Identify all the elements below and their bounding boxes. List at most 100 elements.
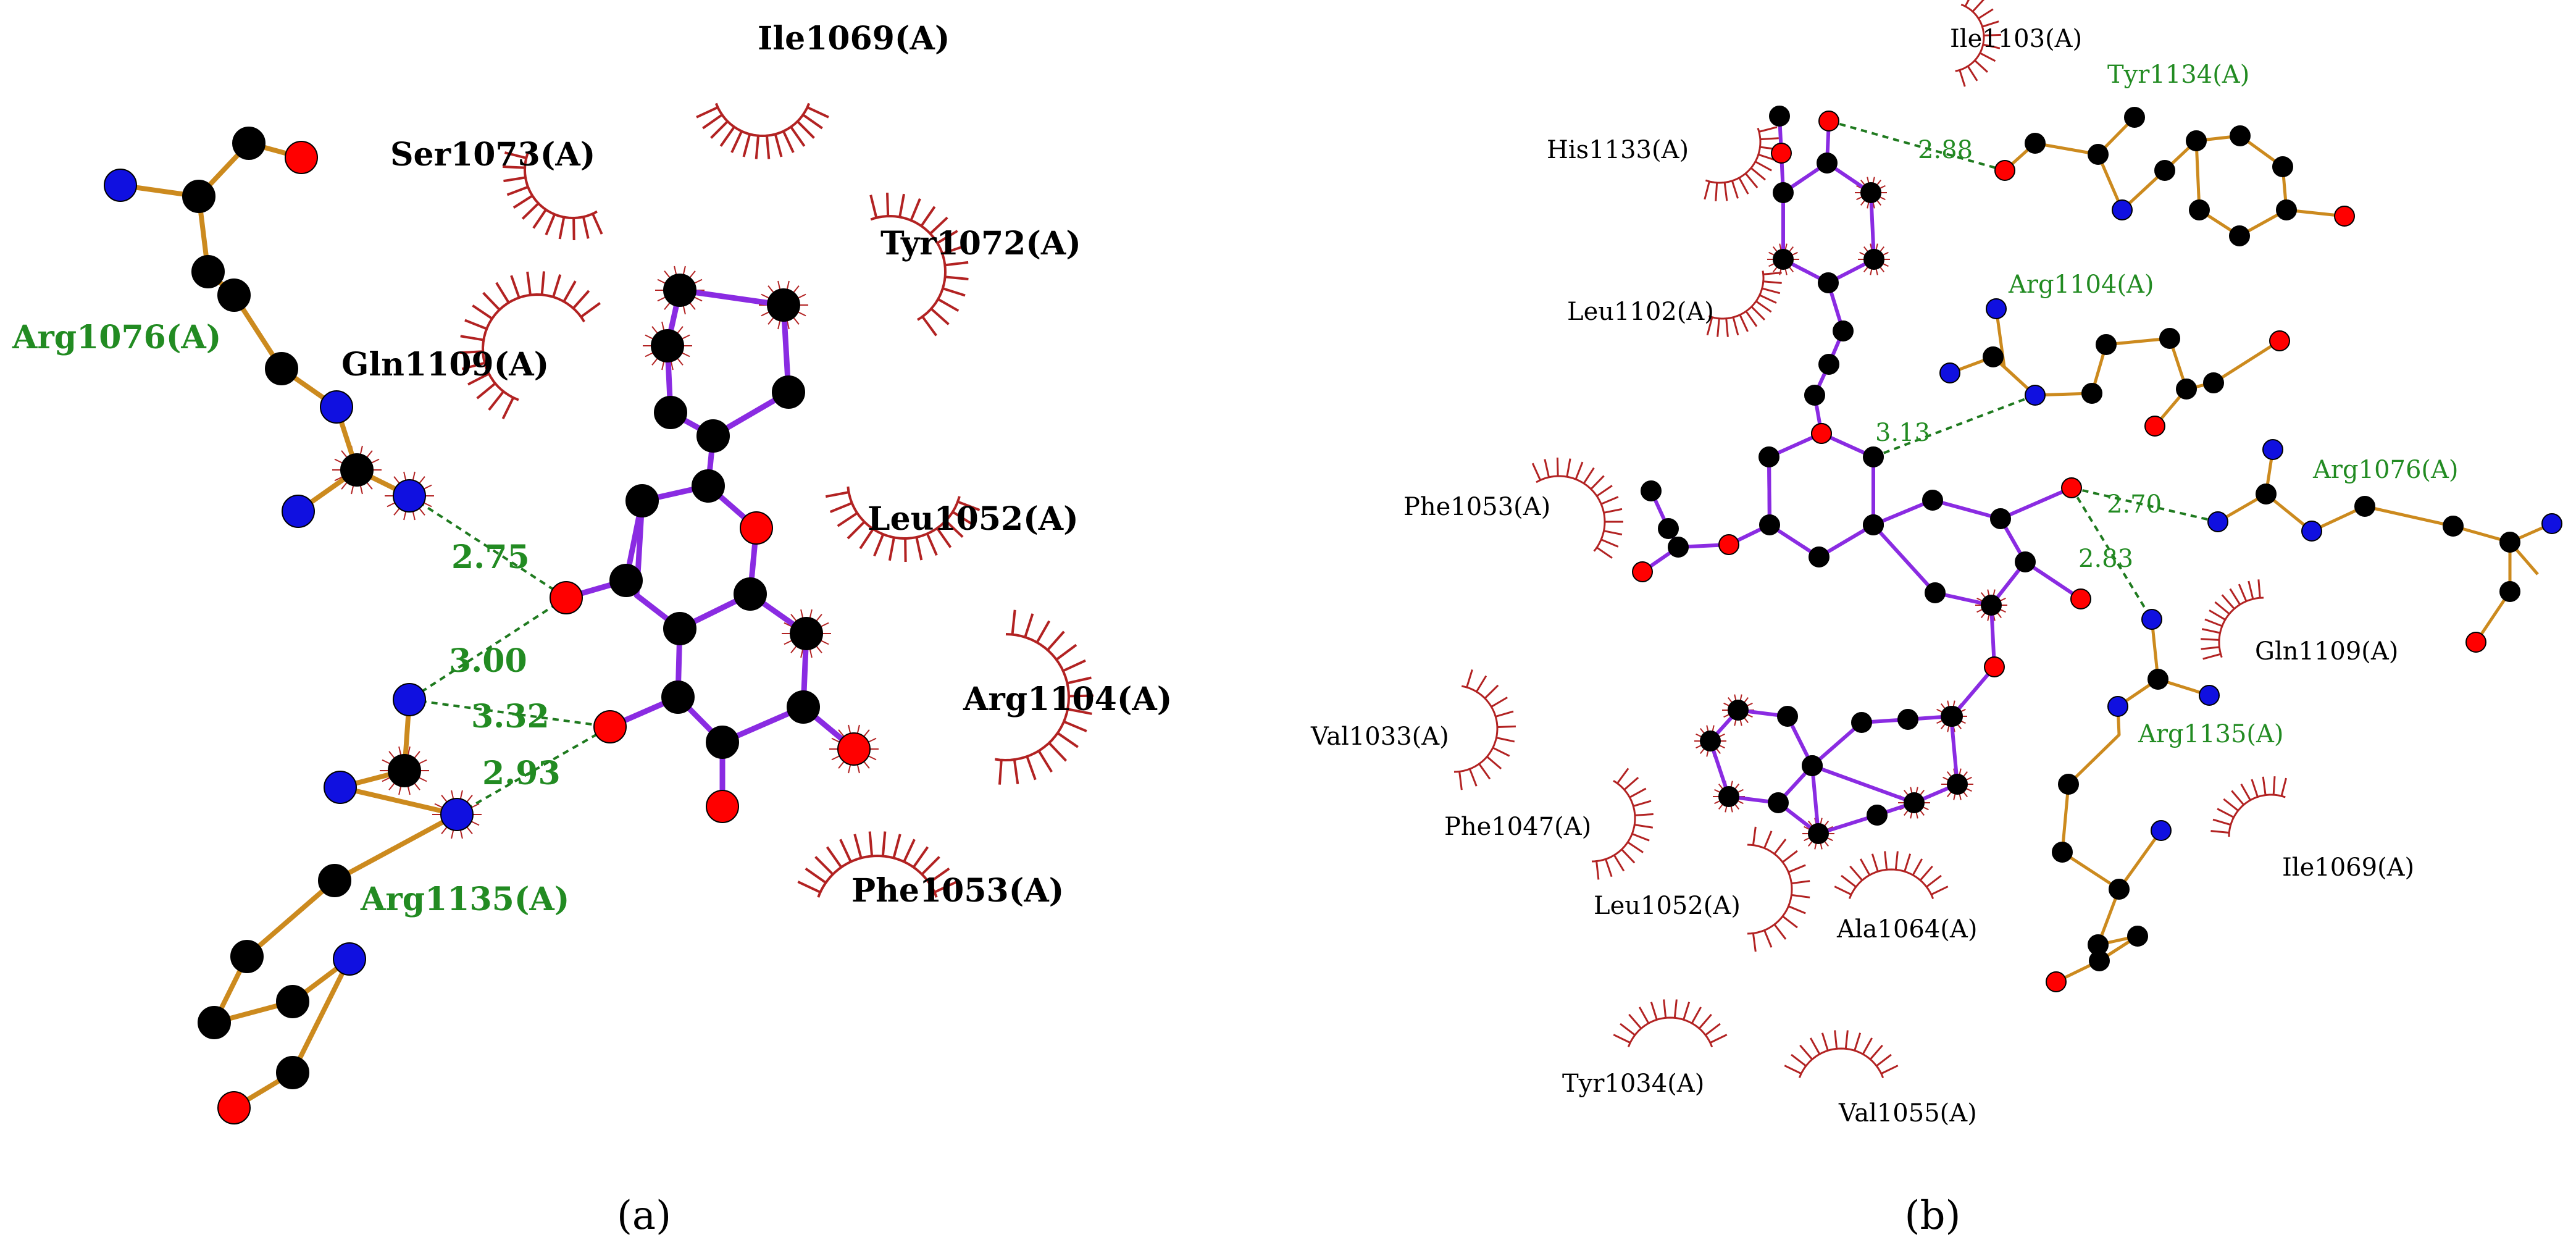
- panel-b-labels: Ile1103(A) His1133(A) Leu1102(A) Phe1053…: [1310, 25, 2459, 1128]
- carbon-atom: [182, 180, 215, 213]
- carbon-atom: [1641, 480, 1662, 501]
- carbon-atom: [230, 940, 264, 973]
- bond-layer: [120, 115, 2553, 1110]
- hydrophobic-contact-arc: [1955, 0, 2001, 87]
- hydrophobic-contact-arc: [825, 486, 981, 563]
- nitrogen-atom: [2301, 521, 2322, 542]
- carbon-atom: [2089, 950, 2110, 971]
- carbon-atom: [1990, 508, 2011, 529]
- ligand-bond: [2024, 560, 2082, 601]
- carbon-atom: [790, 617, 823, 650]
- nitrogen-atom: [1986, 298, 2007, 319]
- atom-contact-spokes: [782, 609, 831, 658]
- carbon-atom: [1851, 712, 1872, 733]
- ligand-ring-bond: [675, 591, 809, 745]
- carbon-atom: [340, 453, 374, 487]
- panel-b-caption: (b): [1905, 1193, 1961, 1239]
- carbon-atom: [2109, 879, 2130, 900]
- carbon-atom: [276, 985, 309, 1018]
- atom-contact-spokes: [829, 724, 879, 774]
- carbon-atom: [2081, 383, 2102, 404]
- carbon-atom: [1700, 731, 1721, 752]
- carbon-atom: [388, 754, 421, 787]
- atom-contact-spokes: [759, 280, 808, 330]
- carbon-atom: [1983, 346, 2004, 367]
- residue-label: Phe1047(A): [1444, 813, 1591, 841]
- carbon-atom: [2229, 225, 2250, 246]
- carbon-atom: [651, 329, 684, 362]
- nitrogen-atom: [282, 495, 315, 528]
- residue-label: Gln1109(A): [341, 346, 549, 383]
- carbon-atom: [787, 690, 820, 724]
- nitrogen-atom: [320, 390, 353, 424]
- hydrophobic-contact-arc: [503, 151, 603, 241]
- panel-a-caption: (a): [617, 1193, 671, 1239]
- oxygen-atom: [285, 141, 318, 174]
- hbond-residue-label: Arg1104(A): [2008, 270, 2154, 299]
- carbon-atom: [1658, 518, 1679, 539]
- carbon-atom: [2499, 581, 2520, 602]
- hydrophobic-contact-arc: [1784, 1030, 1899, 1078]
- hbond-distance-label: 3.00: [449, 642, 527, 680]
- carbon-atom: [318, 864, 351, 897]
- nitrogen-atom: [2207, 511, 2228, 532]
- nitrogen-atom: [393, 683, 426, 716]
- hbond-distance-label: 3.13: [1875, 419, 1930, 447]
- carbon-atom: [2124, 107, 2145, 128]
- hbond-layer: [408, 120, 2218, 816]
- nitrogen-atom: [2541, 513, 2562, 534]
- residue-label: His1133(A): [1547, 136, 1689, 164]
- hydrophobic-contact-arc: [1747, 826, 1810, 952]
- nitrogen-atom: [104, 169, 137, 202]
- carbon-atom: [1863, 514, 1884, 535]
- carbon-atom: [1769, 106, 1790, 127]
- carbon-atom: [661, 680, 695, 714]
- carbon-atom: [609, 564, 643, 597]
- hydrophobic-contact-arc: [2201, 579, 2264, 660]
- carbon-atom: [767, 288, 800, 322]
- oxygen-atom: [837, 732, 871, 766]
- residue-bond: [2004, 134, 2288, 238]
- hbond-residue-label: Arg1076(A): [12, 319, 221, 356]
- atom-layer: [104, 106, 2562, 1124]
- residue-bond: [2034, 337, 2281, 397]
- carbon-atom: [2499, 532, 2520, 553]
- atom-contact-spokes: [1855, 177, 1887, 209]
- ligand-ring-bond: [1810, 714, 1959, 805]
- residue-label: Leu1102(A): [1567, 298, 1714, 326]
- oxygen-atom: [1771, 143, 1792, 164]
- oxygen-atom: [2144, 416, 2165, 437]
- residue-bond: [120, 141, 303, 199]
- hydrogen-bond: [1828, 120, 2005, 172]
- carbon-atom: [2176, 379, 2197, 400]
- carbon-atom: [2052, 842, 2073, 863]
- panel-a-labels: Ile1069(A) Ser1073(A) Tyr1072(A) Gln1109…: [12, 20, 1172, 918]
- oxygen-atom: [2465, 632, 2486, 653]
- carbon-atom: [265, 352, 298, 385]
- nitrogen-atom: [440, 798, 474, 831]
- residue-label: Val1055(A): [1838, 1099, 1977, 1128]
- carbon-atom: [1981, 595, 2002, 616]
- carbon-atom: [706, 726, 739, 759]
- hydrophobic-contact-arc: [995, 609, 1094, 785]
- nitrogen-atom: [2151, 820, 2172, 841]
- carbon-atom: [2443, 516, 2464, 537]
- carbon-atom: [2189, 199, 2210, 220]
- oxygen-atom: [217, 1091, 251, 1124]
- carbon-atom: [232, 127, 266, 160]
- hbond-distance-label: 2.83: [2078, 545, 2133, 573]
- carbon-atom: [2203, 372, 2224, 393]
- oxygen-atom: [1984, 656, 2005, 677]
- ligand-bond: [1810, 765, 1820, 834]
- atom-contact-spokes: [380, 746, 429, 795]
- hydrophobic-contact-arc: [1834, 851, 1949, 899]
- carbon-atom: [734, 577, 767, 611]
- carbon-atom: [1802, 755, 1823, 776]
- carbon-atom: [191, 255, 225, 288]
- hydrophobic-contact-arc: [1531, 457, 1623, 559]
- hbond-distance-label: 2.70: [2107, 490, 2162, 519]
- oxygen-atom: [2269, 330, 2290, 351]
- atom-contact-spokes: [432, 790, 482, 839]
- hydrogen-bond: [2070, 487, 2153, 621]
- carbon-atom: [2015, 551, 2036, 572]
